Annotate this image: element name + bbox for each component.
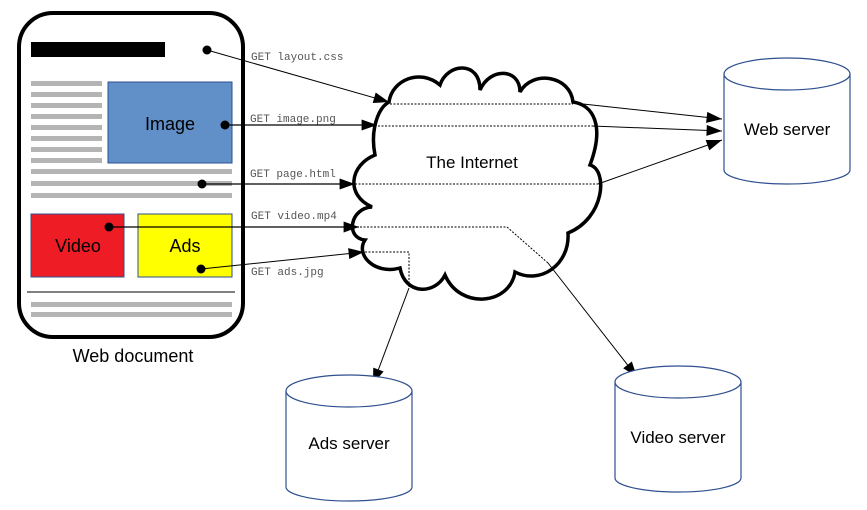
web-server-top bbox=[723, 57, 851, 91]
request-label-video-mp4: GET video.mp4 bbox=[251, 211, 337, 223]
image-box-label: Image bbox=[145, 114, 195, 134]
route-ads-jpg bbox=[365, 251, 410, 288]
text-line bbox=[31, 114, 102, 119]
ads-box[interactable] bbox=[137, 213, 233, 278]
text-line bbox=[31, 136, 102, 141]
request-arrow-layout-css[interactable] bbox=[206, 49, 390, 104]
request-label-page-html: GET page.html bbox=[250, 169, 336, 181]
ads-server[interactable]: Ads server bbox=[285, 374, 413, 502]
request-arrows: GET layout.css GET image.png GET page.ht… bbox=[104, 45, 390, 279]
web-document: Image Video Ads Web document bbox=[17, 11, 245, 366]
ads-server-top bbox=[285, 374, 413, 408]
text-line bbox=[31, 92, 102, 97]
text-line bbox=[31, 193, 232, 198]
text-line bbox=[31, 81, 102, 86]
video-server-body bbox=[614, 382, 742, 493]
request-label-layout-css: GET layout.css bbox=[251, 52, 343, 64]
text-line bbox=[31, 125, 102, 130]
video-box-label: Video bbox=[55, 236, 101, 256]
document-caption: Web document bbox=[73, 346, 194, 366]
text-line bbox=[31, 302, 232, 307]
document-title-bar bbox=[31, 42, 165, 57]
text-line bbox=[31, 158, 102, 163]
video-server-label: Video server bbox=[630, 428, 725, 447]
arrow-to-web-server-3 bbox=[597, 139, 723, 185]
web-server-label: Web server bbox=[744, 120, 831, 139]
ads-server-body bbox=[285, 391, 413, 502]
text-line bbox=[31, 169, 232, 174]
cloud-routes bbox=[355, 103, 598, 288]
arrow-to-web-server-2 bbox=[591, 124, 723, 136]
document-frame bbox=[17, 11, 245, 339]
web-server-body bbox=[723, 74, 851, 185]
request-arrow-ads-jpg[interactable] bbox=[200, 248, 365, 270]
ads-box-label: Ads bbox=[169, 236, 200, 256]
text-line bbox=[31, 147, 102, 152]
text-line bbox=[31, 181, 232, 186]
route-video-mp4 bbox=[360, 226, 549, 264]
text-lines-left bbox=[31, 81, 102, 163]
web-server[interactable]: Web server bbox=[723, 57, 851, 185]
server-arrows bbox=[372, 103, 723, 385]
ads-server-label: Ads server bbox=[308, 434, 390, 453]
text-line bbox=[31, 312, 232, 317]
request-label-ads-jpg: GET ads.jpg bbox=[251, 267, 324, 279]
text-line bbox=[31, 103, 102, 108]
request-label-image-png: GET image.png bbox=[250, 114, 336, 126]
video-server[interactable]: Video server bbox=[614, 365, 742, 493]
cloud-label: The Internet bbox=[426, 153, 518, 172]
text-lines-full bbox=[31, 169, 232, 317]
image-box[interactable] bbox=[107, 81, 233, 164]
arrow-to-video-server bbox=[547, 262, 638, 378]
arrow-to-web-server-1 bbox=[582, 103, 723, 123]
arrow-to-ads-server bbox=[372, 287, 410, 385]
video-server-top bbox=[614, 365, 742, 399]
